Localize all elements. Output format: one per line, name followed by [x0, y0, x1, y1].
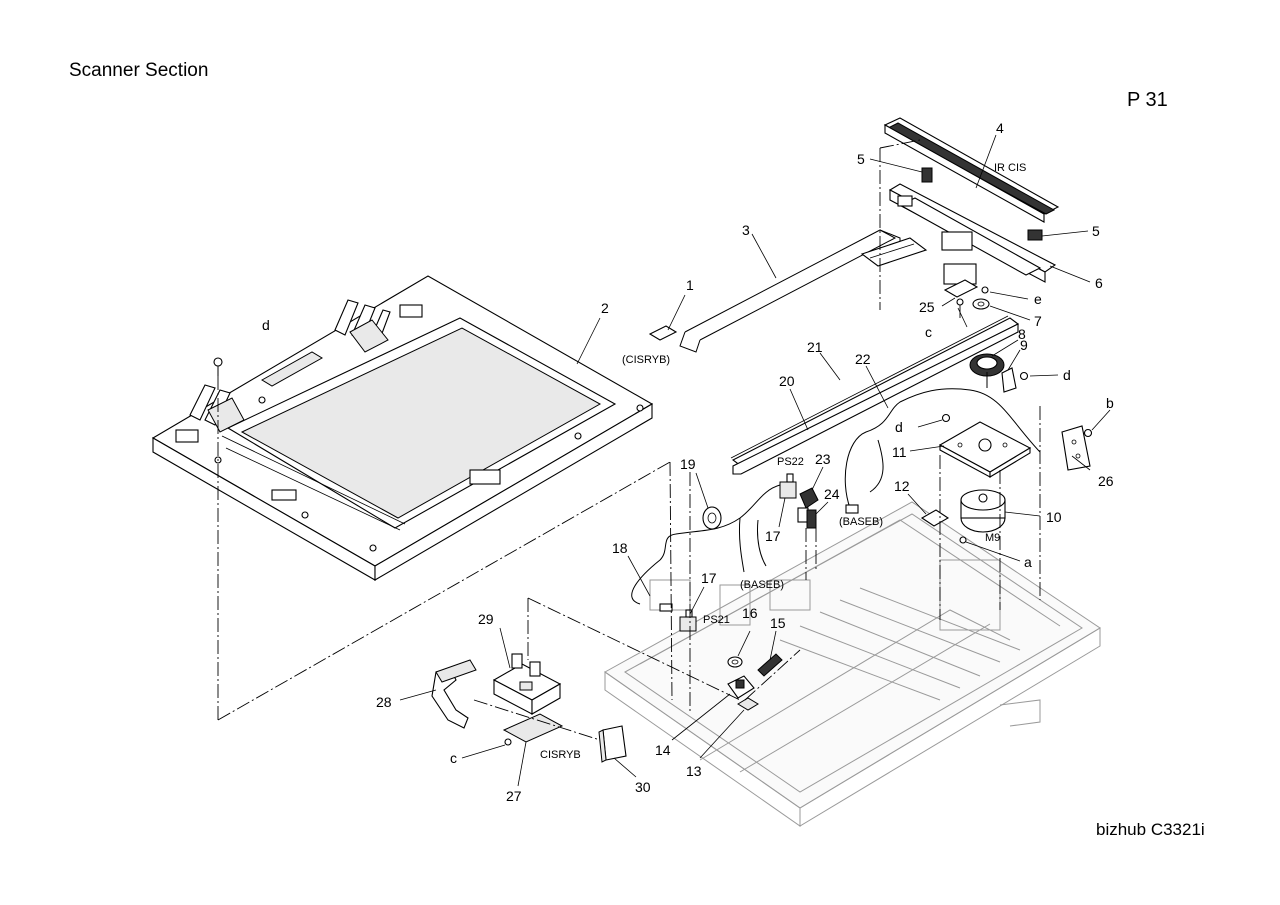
part-23-actuator [797, 487, 819, 523]
part-21-belt [730, 315, 1009, 459]
screw-c-bottom [504, 738, 512, 746]
callout-23: 23 [815, 451, 831, 467]
callout-10: 10 [1046, 509, 1062, 525]
part-12-sheet [920, 509, 950, 527]
part-10-motor-m9 [960, 489, 1006, 533]
tag-cisryb-connector: (CISRYB) [622, 354, 670, 366]
part-19-ferrite-core [702, 506, 722, 530]
scanner-base-frame [604, 501, 1101, 827]
part-24-spring [806, 509, 817, 529]
part-17-sensor-ps22 [779, 473, 797, 499]
callout-17-top: 17 [765, 528, 781, 544]
part-6-carriage [888, 183, 1057, 285]
callout-3: 3 [742, 222, 750, 238]
tag-ps21: PS21 [703, 614, 730, 626]
part-4-ir-cis [883, 117, 1060, 223]
callout-18: 18 [612, 540, 628, 556]
callout-5-right: 5 [1092, 223, 1100, 239]
part-27-board [502, 713, 564, 743]
part-8-gear [969, 353, 1005, 388]
callout-1: 1 [686, 277, 694, 293]
callout-2: 2 [601, 300, 609, 316]
callout-26: 26 [1098, 473, 1114, 489]
part-22-harness [844, 388, 1041, 514]
part-30-pad [598, 725, 627, 763]
callout-20: 20 [779, 373, 795, 389]
part-1-connector [648, 325, 678, 341]
callout-25: 25 [919, 299, 935, 315]
callout-a: a [1024, 554, 1032, 570]
screw-d-left [213, 357, 223, 376]
part-9-bracket [1001, 367, 1017, 393]
callout-11: 11 [892, 444, 907, 460]
part-13-sheet [737, 697, 759, 711]
callout-b: b [1106, 395, 1114, 411]
screw-d-right [1019, 371, 1029, 381]
tag-baseb-upper: (BASEB) [839, 516, 883, 528]
callout-21: 21 [807, 339, 823, 355]
tag-labels: IR CIS (CISRYB) CISRYB PS22 PS21 (BASEB)… [540, 162, 1026, 761]
part-3-flat-cable [679, 229, 928, 353]
callout-4: 4 [996, 120, 1004, 136]
part-14-lever [727, 675, 755, 699]
callout-19: 19 [680, 456, 696, 472]
callout-d-middle: d [895, 419, 903, 435]
tag-ps22: PS22 [777, 456, 804, 468]
tag-ir-cis: IR CIS [994, 162, 1026, 174]
callout-27: 27 [506, 788, 522, 804]
tag-m9: M9 [985, 532, 1000, 544]
assembly-lines [217, 139, 1041, 741]
screw-a [959, 536, 967, 544]
part-11-motor-plate [938, 421, 1032, 478]
callout-9: 9 [1020, 337, 1028, 353]
callout-22: 22 [855, 351, 871, 367]
part-2-glass-frame [151, 275, 654, 581]
spring-5-top [921, 167, 933, 183]
callout-28: 28 [376, 694, 392, 710]
tag-baseb-lower: (BASEB) [740, 579, 784, 591]
callout-16: 16 [742, 605, 758, 621]
tag-cisryb-board: CISRYB [540, 749, 581, 761]
callout-c-top: c [925, 324, 932, 340]
page-title: Scanner Section [69, 60, 209, 81]
part-18-harness [631, 484, 781, 612]
callout-17-bottom: 17 [701, 570, 717, 586]
callout-e: e [1034, 291, 1042, 307]
callout-d-left: d [262, 317, 270, 333]
model-name: bizhub C3321i [1096, 820, 1205, 839]
callout-30: 30 [635, 779, 651, 795]
part-17-sensor-ps21 [679, 609, 697, 632]
callout-8: 8 [1018, 326, 1026, 342]
callout-labels: 1 2 3 4 5 5 6 7 8 9 10 11 12 13 14 15 16… [262, 120, 1114, 804]
part-28-flat-cable [431, 659, 477, 729]
callout-5-top: 5 [857, 151, 865, 167]
part-29-bracket [492, 653, 562, 715]
callout-7: 7 [1034, 313, 1042, 329]
screw-d-middle [941, 413, 951, 423]
part-e-ring [981, 286, 989, 294]
callout-13: 13 [686, 763, 702, 779]
part-26-bracket [1061, 425, 1091, 471]
part-20-rail [731, 317, 1020, 475]
callout-24: 24 [824, 486, 840, 502]
callout-12: 12 [894, 478, 910, 494]
leader-lines [399, 134, 1111, 787]
part-7-pulley [972, 298, 990, 310]
page-number: P 31 [1127, 89, 1168, 111]
spring-5-right [1027, 229, 1043, 241]
callout-d-right: d [1063, 367, 1071, 383]
screw-b [1083, 428, 1093, 438]
callout-6: 6 [1095, 275, 1103, 291]
callout-29: 29 [478, 611, 494, 627]
callout-c-bottom: c [450, 750, 457, 766]
callout-14: 14 [655, 742, 671, 758]
part-16-collar [727, 656, 743, 668]
callout-15: 15 [770, 615, 786, 631]
